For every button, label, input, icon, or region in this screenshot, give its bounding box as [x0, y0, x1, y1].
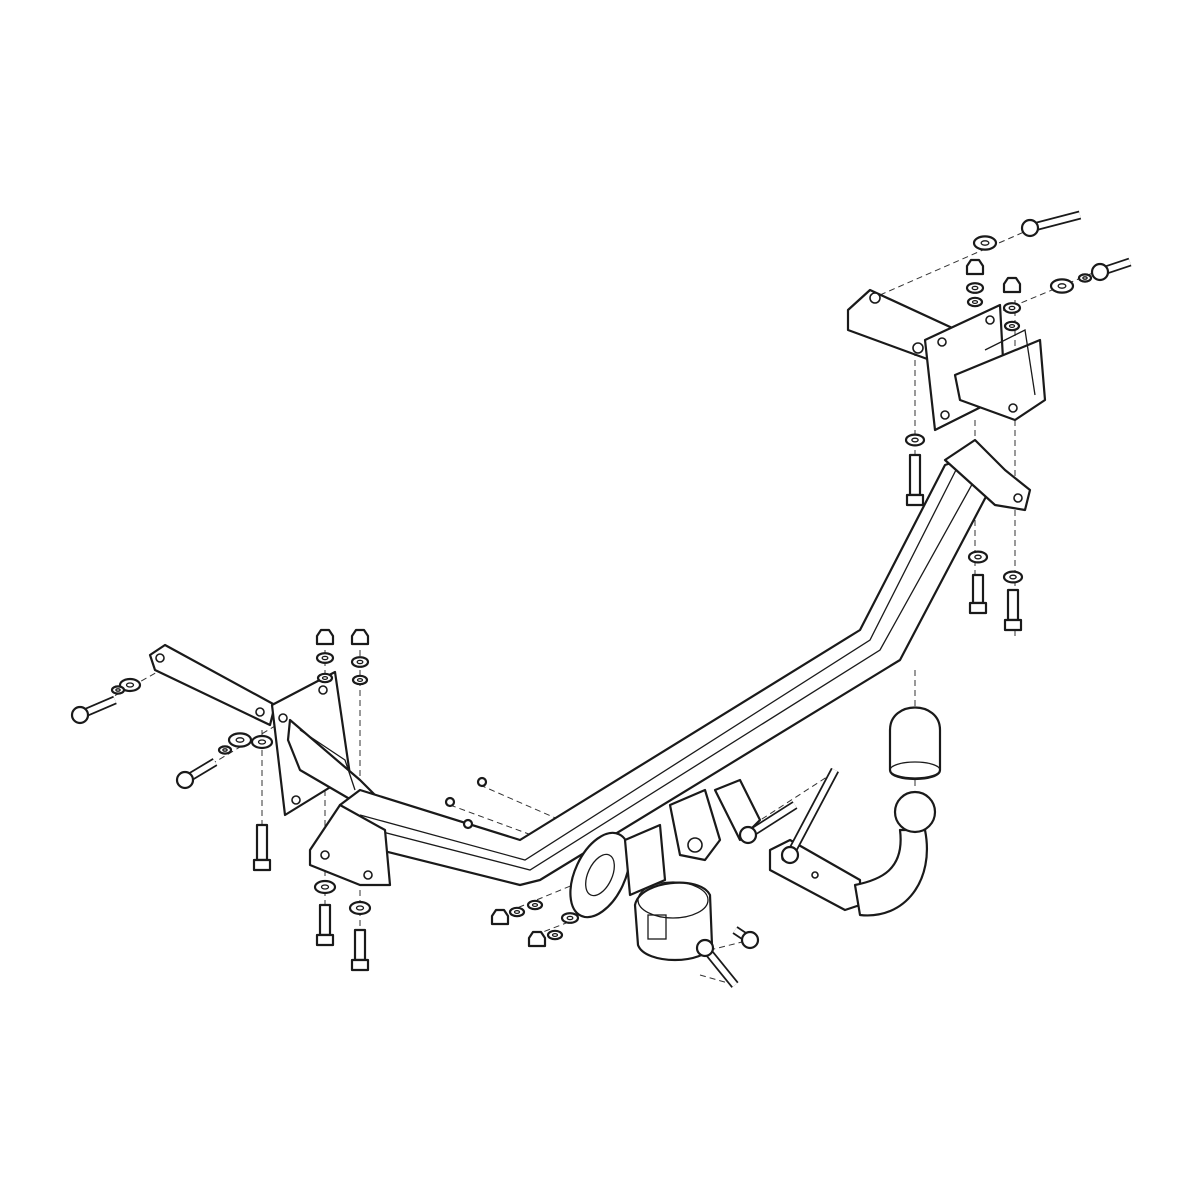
washer: [1002, 302, 1022, 314]
socket-plate: [569, 778, 762, 919]
bolt: [908, 453, 922, 497]
ball-cover: [888, 706, 942, 780]
nut: [1002, 276, 1022, 294]
washer: [904, 433, 926, 447]
bolt: [318, 903, 332, 937]
small-nut: [476, 776, 488, 788]
bolt: [353, 928, 367, 962]
washer: [508, 906, 526, 918]
tow-ball: [893, 790, 937, 834]
crossbar-tube: [308, 438, 1032, 887]
bolt: [971, 573, 985, 605]
washer: [965, 282, 985, 294]
nut: [965, 258, 985, 276]
fastener-hardware: [70, 210, 1132, 988]
washer: [348, 900, 372, 916]
nut: [490, 908, 510, 926]
washer: [967, 550, 989, 564]
small-nut: [462, 818, 474, 830]
washer: [118, 677, 142, 693]
washer: [1077, 273, 1093, 283]
right-mounting-bracket: [846, 288, 1047, 432]
washer: [966, 296, 984, 308]
washer: [546, 929, 564, 941]
washer: [217, 745, 233, 755]
bolt: [255, 823, 269, 862]
washer: [250, 734, 274, 750]
washer: [1003, 320, 1021, 332]
washer: [972, 235, 998, 251]
washer: [110, 685, 126, 695]
nut: [527, 930, 547, 948]
washer: [227, 732, 253, 748]
bolt: [1006, 588, 1020, 622]
washer: [316, 672, 334, 684]
washer: [560, 912, 580, 924]
washer: [315, 652, 335, 664]
nut: [350, 628, 370, 646]
washer: [313, 879, 337, 895]
washer: [526, 899, 544, 911]
washer: [350, 656, 370, 668]
small-nut: [444, 796, 456, 808]
nut: [315, 628, 335, 646]
washer: [1049, 278, 1075, 294]
washer: [1002, 570, 1024, 584]
washer: [351, 674, 369, 686]
